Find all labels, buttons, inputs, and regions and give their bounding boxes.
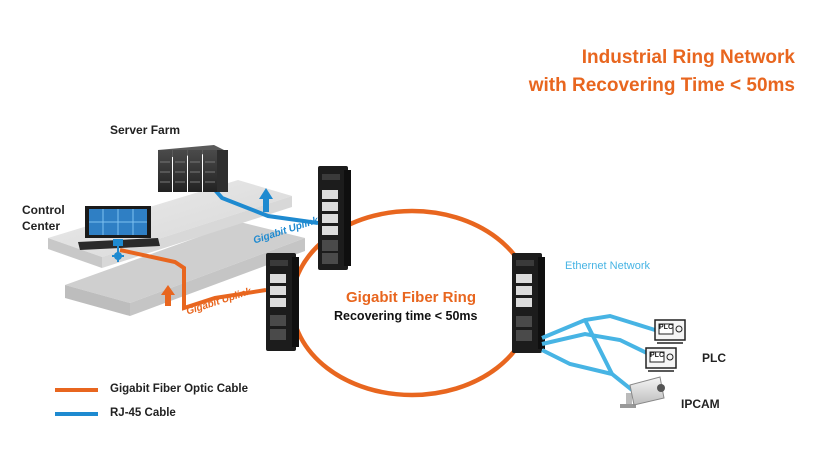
plc-device-1-text: PLC (659, 324, 673, 331)
control-center-label-line2: Center (22, 219, 61, 233)
plc-icon (654, 319, 686, 344)
ring-title: Gigabit Fiber Ring (346, 289, 476, 306)
industrial-switch-icon (266, 253, 299, 351)
uplink-arrow-icon (259, 188, 273, 212)
ip-camera-icon (620, 376, 665, 408)
title-line-2: with Recovering Time < 50ms (528, 75, 795, 96)
ring-subtitle: Recovering time < 50ms (334, 309, 478, 323)
title-line-1: Industrial Ring Network (581, 47, 795, 68)
legend-fiber-label: Gigabit Fiber Optic Cable (110, 383, 249, 395)
industrial-switch-icon (512, 253, 545, 353)
server-rack-icon (158, 145, 228, 192)
server-farm-label: Server Farm (110, 123, 181, 137)
ethernet-network-label: Ethernet Network (565, 260, 650, 272)
plc-device-2-text: PLC (650, 352, 664, 359)
legend-rj45-label: RJ-45 Cable (110, 407, 176, 419)
ethernet-cables (541, 313, 656, 392)
industrial-switch-icon (318, 166, 351, 270)
fiber-uplink-control (119, 248, 267, 311)
plc-label: PLC (702, 351, 726, 365)
control-center-label-line1: Control (22, 203, 65, 217)
uplink-arrow-icon (161, 285, 175, 306)
ipcam-label: IPCAM (681, 397, 720, 411)
plc-icon (645, 347, 677, 372)
monitor-icon (78, 206, 160, 262)
